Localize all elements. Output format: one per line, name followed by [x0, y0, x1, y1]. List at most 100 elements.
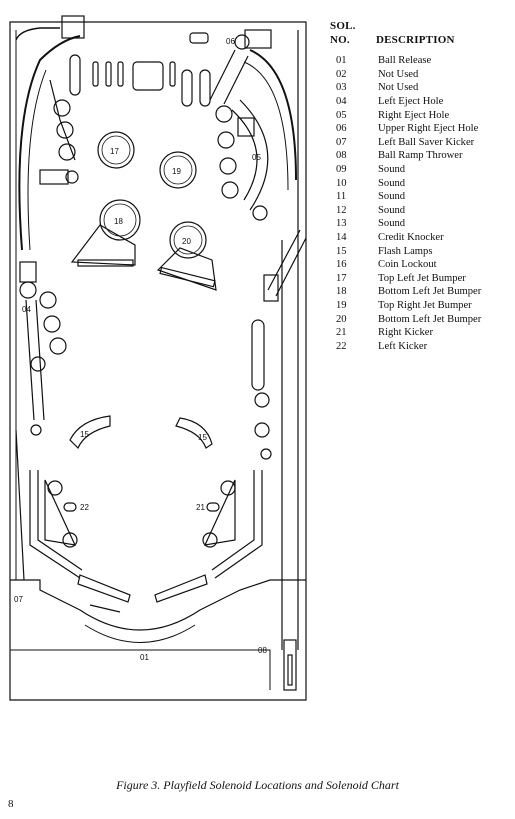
solenoid-number: 14 — [336, 232, 347, 244]
solenoid-number: 06 — [336, 123, 347, 135]
eject-06-box — [244, 29, 272, 49]
solenoid-description: Ball Ramp Thrower — [378, 150, 463, 162]
solenoid-description: Bottom Left Jet Bumper — [378, 286, 482, 298]
apron — [10, 579, 306, 631]
post-d — [65, 170, 79, 184]
plunger — [283, 639, 297, 691]
left-flipper — [77, 574, 131, 603]
solenoid-row: 19 Top Right Jet Bumper — [330, 299, 515, 313]
left-post-b — [43, 315, 61, 333]
figure-caption: Figure 3. Playfield Solenoid Locations a… — [116, 778, 399, 792]
solenoid-description: Coin Lockout — [378, 259, 437, 271]
solenoid-description: Sound — [378, 177, 406, 189]
right-lower-post-c — [260, 448, 272, 460]
header-description: DESCRIPTION — [376, 34, 455, 46]
left-post-a — [39, 291, 57, 309]
solenoid-row: 02 Not Used — [330, 68, 515, 82]
sol-label-21: 21 — [196, 503, 205, 512]
solenoid-description: Sound — [378, 204, 406, 216]
solenoid-number: 07 — [336, 136, 347, 148]
solenoid-description: Right Kicker — [378, 327, 434, 339]
right-orbit-inner — [243, 61, 289, 191]
solenoid-description: Ball Release — [378, 55, 432, 67]
solenoid-description: Top Right Jet Bumper — [378, 299, 472, 311]
flash-lamp-right — [175, 417, 213, 449]
solenoid-number: 17 — [336, 272, 347, 284]
solenoid-number: 19 — [336, 299, 347, 311]
solenoid-description: Right Eject Hole — [378, 109, 450, 121]
sol-label-06: 06 — [226, 37, 235, 46]
solenoid-number: 16 — [336, 259, 347, 271]
solenoid-number: 22 — [336, 340, 347, 352]
solenoid-description: Left Kicker — [378, 340, 428, 352]
solenoid-row: 22 Left Kicker — [330, 339, 515, 353]
solenoid-number: 02 — [336, 68, 347, 80]
solenoid-row: 05 Right Eject Hole — [330, 108, 515, 122]
post-a — [53, 99, 71, 117]
sol-label-15-right: 15 — [198, 433, 207, 442]
spinner-right — [252, 205, 268, 221]
solenoid-description: Not Used — [378, 68, 419, 80]
right-post-b — [217, 131, 235, 149]
top-lane-1 — [69, 54, 81, 96]
header-sol: SOL. — [330, 20, 356, 32]
solenoid-description: Sound — [378, 218, 406, 230]
jet-bumper-19-cap — [163, 155, 193, 185]
left-orbit-inner — [27, 69, 47, 251]
solenoid-row: 08 Ball Ramp Thrower — [330, 149, 515, 163]
solenoid-description: Bottom Left Jet Bumper — [378, 313, 482, 325]
solenoid-description: Sound — [378, 191, 406, 203]
sol-label-19: 19 — [172, 167, 181, 176]
knocker-box — [61, 15, 85, 39]
right-rail-inner — [231, 109, 258, 201]
solenoid-number: 08 — [336, 150, 347, 162]
solenoid-number: 11 — [336, 191, 347, 203]
solenoid-row: 11 Sound — [330, 190, 515, 204]
eject-06 — [234, 34, 250, 50]
solenoid-number: 05 — [336, 109, 347, 121]
solenoid-row: 14 Credit Knocker — [330, 231, 515, 245]
sol-label-04: 04 — [22, 305, 31, 314]
ramp-thrower — [267, 229, 307, 297]
left-kicker-post-top — [47, 480, 63, 496]
shooter-lane — [281, 30, 299, 650]
left-rail — [25, 299, 45, 421]
right-orbit — [249, 49, 297, 181]
solenoid-number: 15 — [336, 245, 347, 257]
sol-label-05: 05 — [252, 153, 261, 162]
left-orbit — [18, 35, 81, 251]
solenoid-description: Left Ball Saver Kicker — [378, 136, 475, 148]
top-lane-8 — [199, 69, 211, 107]
solenoid-number: 09 — [336, 164, 347, 176]
left-inlane — [29, 470, 81, 579]
left-outlane — [15, 429, 25, 581]
drop-bank-left-slot — [77, 259, 134, 267]
sol-label-08: 08 — [258, 646, 267, 655]
sol-label-22: 22 — [80, 503, 89, 512]
solenoid-description: Sound — [378, 164, 406, 176]
sol-label-17: 17 — [110, 147, 119, 156]
left-slingshot — [44, 479, 77, 546]
sol-label-15-left: 15 — [80, 430, 89, 439]
right-lower-post-a — [254, 392, 270, 408]
left-post-c — [49, 337, 67, 355]
solenoid-description: Top Left Jet Bumper — [378, 272, 466, 284]
right-inlane — [214, 470, 263, 579]
left-spinner — [30, 356, 46, 372]
sol-label-07: 07 — [14, 595, 23, 604]
solenoid-description: Credit Knocker — [378, 232, 444, 244]
solenoid-description: Not Used — [378, 82, 419, 94]
jet-bumper-19 — [159, 151, 197, 189]
right-post-a — [215, 105, 233, 123]
